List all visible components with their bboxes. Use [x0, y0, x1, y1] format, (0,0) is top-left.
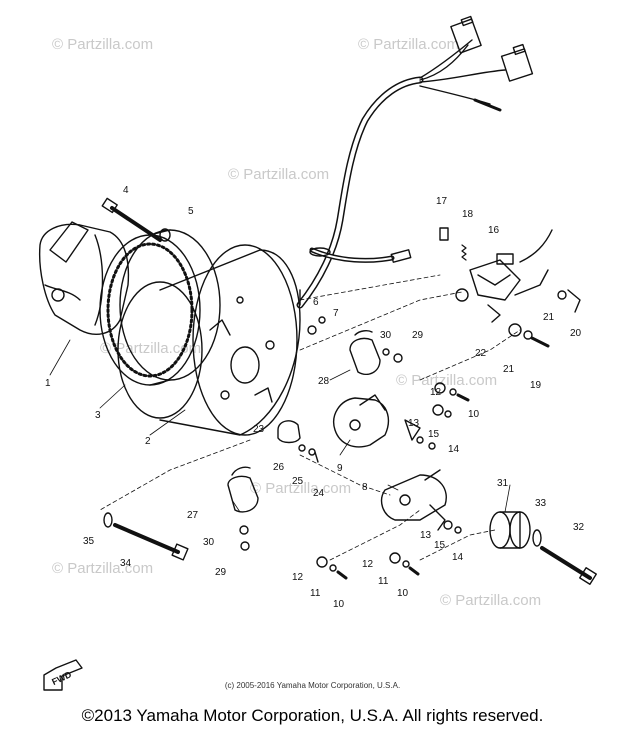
callout: 23: [253, 424, 265, 435]
callout: 3: [95, 410, 101, 421]
callout: 21: [503, 364, 515, 375]
part-washer-33: [532, 529, 542, 547]
leader-lines: [49, 339, 511, 513]
part-stator: [117, 244, 301, 436]
watermark: © Partzilla.com: [52, 560, 154, 577]
part-washer-21a: [557, 290, 567, 300]
part-condenser-27: [227, 466, 259, 551]
callout: 17: [436, 196, 448, 207]
callout: 22: [475, 348, 487, 359]
ignition-lead: [309, 247, 412, 263]
callout: 29: [412, 330, 424, 341]
callout: 33: [535, 498, 547, 509]
part-bolt-19: [530, 336, 550, 348]
watermark: © Partzilla.com: [250, 480, 352, 497]
callout: 12: [362, 559, 374, 570]
part-screw-17: [439, 227, 449, 241]
callout: 14: [448, 444, 460, 455]
callout: 35: [83, 536, 95, 547]
callout: 25: [292, 476, 304, 487]
assembly-guide-lines: [99, 274, 521, 561]
callout: 5: [188, 206, 194, 217]
part-ring: [455, 288, 469, 302]
callout: 4: [123, 185, 129, 196]
callout: 15: [434, 540, 446, 551]
small-copyright-line: (c) 2005-2016 Yamaha Motor Corporation, …: [224, 681, 401, 690]
part-breaker-plate-9: [333, 394, 390, 448]
fastener-group-lower: [316, 520, 462, 580]
callout-layer: 1 2 3 4 5 6 7 8 9 10 10 10 11 11 12 12 1…: [45, 185, 585, 610]
callout: 19: [530, 380, 542, 391]
callout: 7: [333, 308, 339, 319]
fwd-arrow-icon: [43, 659, 83, 691]
part-condenser-28: [349, 330, 403, 376]
callout: 20: [570, 328, 582, 339]
callout: 14: [452, 552, 464, 563]
part-cam-group: [277, 420, 319, 463]
callout: 13: [420, 530, 432, 541]
callout: 1: [45, 378, 51, 389]
callout: 10: [468, 409, 480, 420]
watermark: © Partzilla.com: [52, 36, 154, 53]
callout: 31: [497, 478, 509, 489]
callout: 10: [333, 599, 345, 610]
callout: 18: [462, 209, 474, 220]
copyright-notice: ©2013 Yamaha Motor Corporation, U.S.A. A…: [81, 706, 544, 725]
callout: 30: [380, 330, 392, 341]
callout: 29: [215, 567, 227, 578]
part-bolt-32: [540, 546, 597, 585]
part-washer-22: [508, 323, 522, 337]
part-contact-assembly-16: [469, 229, 553, 301]
part-bolt-34: [113, 523, 189, 561]
watermark: © Partzilla.com: [100, 340, 202, 357]
part-bushing-31: [489, 511, 531, 549]
callout: 32: [573, 522, 585, 533]
watermark: © Partzilla.com: [358, 36, 460, 53]
callout: 24: [313, 488, 325, 499]
callout: 12: [430, 387, 442, 398]
part-screw-6: [307, 325, 317, 335]
callout: 27: [187, 510, 199, 521]
part-breaker-plate-8: [380, 469, 447, 531]
part-washer-5: [159, 228, 171, 242]
watermark: © Partzilla.com: [228, 166, 330, 183]
part-bolt-4: [101, 197, 162, 242]
callout: 26: [273, 462, 285, 473]
callout: 12: [292, 572, 304, 583]
part-washer-35: [103, 512, 113, 528]
callout: 6: [313, 297, 319, 308]
part-washer-21b: [523, 330, 533, 340]
callout: 9: [337, 463, 343, 474]
watermark: © Partzilla.com: [396, 372, 498, 389]
exploded-parts-diagram: FWD 1 2 3 4 5 6 7 8 9 10 10 10 11 11 12 …: [38, 15, 597, 691]
part-clip: [487, 304, 501, 323]
part-spring-18: [461, 244, 467, 261]
callout: 34: [120, 558, 132, 569]
callout: 15: [428, 429, 440, 440]
callout: 30: [203, 537, 215, 548]
fastener-group-upper: [404, 382, 470, 450]
callout: 16: [488, 225, 500, 236]
callout: 11: [378, 576, 389, 587]
callout: 21: [543, 312, 555, 323]
callout: 13: [408, 418, 420, 429]
callout: 8: [362, 482, 368, 493]
callout: 2: [145, 436, 151, 447]
part-housing-cover: [38, 221, 130, 336]
part-washer-7: [318, 316, 326, 324]
part-bracket-20: [567, 289, 581, 313]
callout: 10: [397, 588, 409, 599]
callout: 11: [310, 588, 321, 599]
watermark: © Partzilla.com: [440, 592, 542, 609]
callout: 28: [318, 376, 330, 387]
wire-harness: [296, 15, 534, 309]
